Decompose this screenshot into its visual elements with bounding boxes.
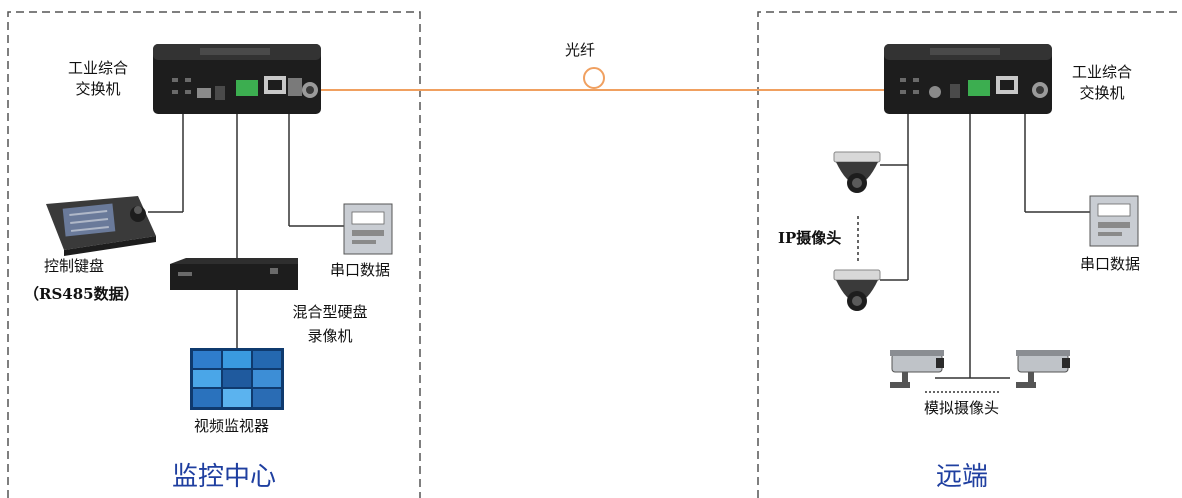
left-zone-title: 监控中心 (172, 462, 277, 492)
fiber-ring-icon (583, 67, 605, 89)
left-serial-meter-icon (343, 203, 393, 255)
video-monitor-icon (190, 348, 284, 410)
left-switch-device (153, 44, 321, 114)
right-switch-label-text: 工业综合交换机 (1071, 63, 1132, 102)
analog-camera-1-icon (890, 350, 944, 388)
left-serial-label: 串口数据 (330, 261, 391, 279)
dvr-label-line1: 混合型硬盘 (292, 303, 368, 321)
analog-camera-2-icon (1016, 350, 1070, 388)
fiber-label: 光纤 (565, 41, 596, 59)
left-switch-label-text: 工业综合交换机 (67, 59, 128, 98)
right-zone-title: 远端 (936, 462, 989, 492)
dvr-device-icon (170, 258, 298, 290)
control-keyboard-icon (46, 196, 156, 256)
keyboard-label: 控制键盘 (44, 257, 105, 275)
left-zone-border (7, 11, 421, 498)
dvr-label-line2: 录像机 (307, 327, 353, 345)
right-zone-border (757, 11, 1182, 498)
ip-camera-2-icon (833, 269, 881, 311)
keyboard-sub-label: （RS485数据） (24, 285, 139, 303)
right-switch-device (884, 44, 1052, 114)
ip-camera-label: IP摄像头 (778, 229, 842, 247)
right-serial-meter-icon (1089, 195, 1139, 247)
right-serial-label: 串口数据 (1080, 255, 1141, 273)
monitor-label: 视频监视器 (194, 417, 270, 435)
left-switch-label: 工业综合交换机 (56, 58, 140, 100)
analog-camera-label: 模拟摄像头 (924, 399, 1000, 417)
ip-camera-1-icon (833, 151, 881, 193)
right-switch-label: 工业综合交换机 (1060, 62, 1144, 104)
